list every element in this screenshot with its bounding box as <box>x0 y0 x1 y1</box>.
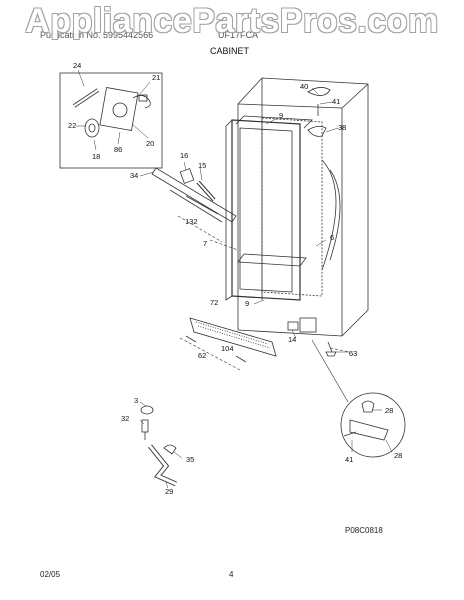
part-label-16: 16 <box>180 151 188 160</box>
part-label-3: 3 <box>134 396 138 405</box>
model-number: UF17FCA <box>218 30 259 40</box>
part-label-41b: 41 <box>345 455 353 464</box>
part-label-34: 34 <box>130 171 138 180</box>
thermostat-inset-box <box>59 72 163 169</box>
part-label-15: 15 <box>198 161 206 170</box>
part-label-38: 38 <box>338 123 346 132</box>
part-label-28a: 28 <box>385 406 393 415</box>
thermostat-housing <box>99 87 139 131</box>
toe-grille <box>189 317 277 357</box>
part-label-9a: 9 <box>279 111 283 120</box>
thermostat-knob <box>84 118 100 138</box>
part-label-41a: 41 <box>332 97 340 106</box>
part-label-62: 62 <box>198 351 206 360</box>
part-label-9b: 9 <box>245 299 249 308</box>
part-label-24: 24 <box>73 61 81 70</box>
hinge-cover <box>307 87 331 96</box>
part-label-6: 6 <box>330 233 334 242</box>
part-label-18: 18 <box>92 152 100 161</box>
part-label-21: 21 <box>152 73 160 82</box>
part-label-32: 32 <box>121 414 129 423</box>
part-label-86: 86 <box>114 145 122 154</box>
part-label-40: 40 <box>300 82 308 91</box>
diagram-code: P08C0818 <box>345 526 383 535</box>
part-label-29: 29 <box>165 487 173 496</box>
shelf-rail <box>151 167 237 223</box>
part-label-22: 22 <box>68 121 76 130</box>
part-label-28b: 28 <box>394 451 402 460</box>
part-label-35: 35 <box>186 455 194 464</box>
part-label-63: 63 <box>349 349 357 358</box>
detail-circle <box>340 392 406 458</box>
footer-date: 02/05 <box>40 570 61 579</box>
part-label-72: 72 <box>210 298 218 307</box>
part-label-104: 104 <box>221 344 234 353</box>
footer-page-number: 4 <box>229 570 234 579</box>
part-label-132: 132 <box>185 217 198 226</box>
publication-number: Publication No. 5995442566 <box>40 30 154 40</box>
part-label-14: 14 <box>288 335 296 344</box>
part-label-20: 20 <box>146 139 154 148</box>
part-label-7: 7 <box>203 239 207 248</box>
section-title: CABINET <box>210 46 250 56</box>
